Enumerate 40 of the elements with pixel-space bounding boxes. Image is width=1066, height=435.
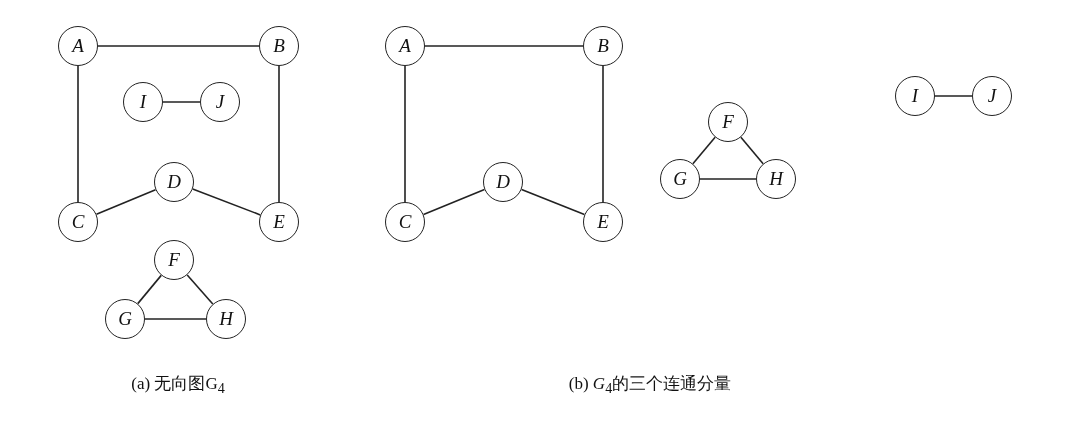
vertex-circle: I [123,82,163,122]
edge-line [77,65,79,203]
edge-line [699,178,757,180]
edge-line [520,188,586,216]
vertex-circle: A [58,26,98,66]
edge-line [404,65,406,203]
vertex-circle: H [206,299,246,339]
edge-line [97,45,260,47]
vertex-circle: A [385,26,425,66]
edge-line [144,318,207,320]
caption: (b) G$_{4}$的三个连通分量 [568,373,732,398]
vertex-circle: B [259,26,299,66]
vertex-circle: C [385,202,425,242]
vertex-circle: E [259,202,299,242]
edge-line [186,274,214,305]
edge-line [692,136,716,165]
edge-line [934,95,973,97]
vertex-circle: J [200,82,240,122]
edge-line [602,65,604,203]
edge-line [162,101,201,103]
vertex-circle: F [708,102,748,142]
vertex-circle: D [154,162,194,202]
edge-line [191,188,262,216]
vertex-circle: E [583,202,623,242]
vertex-circle: J [972,76,1012,116]
edge-line [278,65,280,203]
vertex-circle: B [583,26,623,66]
edge-line [137,274,162,305]
caption: (a) 无向图G$_{4}$ [131,373,225,398]
edge-line [424,45,584,47]
vertex-circle: C [58,202,98,242]
vertex-circle: D [483,162,523,202]
vertex-circle: G [105,299,145,339]
vertex-circle: G [660,159,700,199]
vertex-circle: F [154,240,194,280]
edge-line [95,188,157,216]
vertex-circle: H [756,159,796,199]
edge-line [740,136,764,165]
edge-line [422,188,486,216]
vertex-circle: I [895,76,935,116]
